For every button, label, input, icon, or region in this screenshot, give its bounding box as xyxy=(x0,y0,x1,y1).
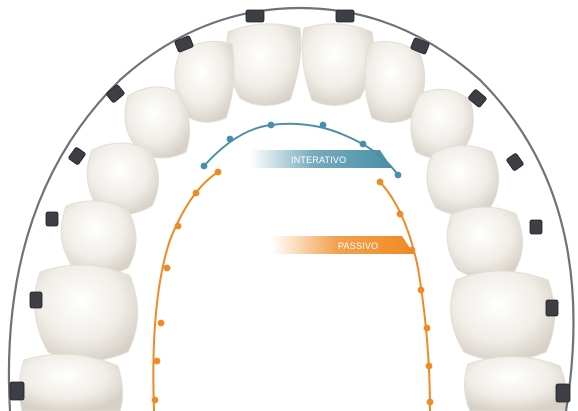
bracket-icon xyxy=(246,10,264,22)
clip-dot-icon xyxy=(397,211,404,218)
passive-arc-line xyxy=(153,172,218,411)
clip-dot-icon xyxy=(152,397,159,404)
bracket-icon xyxy=(30,292,42,308)
clip-dot-icon xyxy=(158,320,165,327)
passive-label: PASSIVO xyxy=(338,241,378,251)
bracket-icon xyxy=(556,384,570,402)
clip-dot-icon xyxy=(201,163,208,170)
bracket-icon xyxy=(10,382,24,400)
tooth xyxy=(302,24,373,106)
tooth xyxy=(61,201,136,275)
interactive-label: INTERATIVO xyxy=(291,155,346,165)
bracket-icon xyxy=(506,153,524,171)
passive-arc-line xyxy=(380,182,430,411)
interactive-arc: INTERATIVO xyxy=(201,122,402,179)
clip-dot-icon xyxy=(377,179,384,186)
clip-dot-icon xyxy=(164,265,171,272)
tooth xyxy=(427,145,499,215)
clip-dot-icon xyxy=(320,122,327,129)
clip-dot-icon xyxy=(154,358,161,365)
bracket-icon xyxy=(46,212,58,226)
tooth xyxy=(464,356,567,411)
clip-dot-icon xyxy=(215,169,222,176)
bracket-icon xyxy=(530,220,542,234)
clip-dot-icon xyxy=(227,136,234,143)
clip-dot-icon xyxy=(175,223,182,230)
passive-arc: PASSIVO xyxy=(152,169,434,411)
clip-dot-icon xyxy=(193,190,200,197)
tooth xyxy=(451,271,555,361)
clip-dot-icon xyxy=(427,399,434,406)
clip-dot-icon xyxy=(360,141,367,148)
clip-dot-icon xyxy=(268,122,275,129)
clip-dot-icon xyxy=(418,287,425,294)
clip-dot-icon xyxy=(426,363,433,370)
tooth xyxy=(19,354,122,411)
passive-clip-dots xyxy=(152,169,434,406)
clip-dot-icon xyxy=(424,325,431,332)
tooth xyxy=(227,24,301,106)
bracket-icon xyxy=(106,84,125,103)
tooth xyxy=(447,207,522,279)
bracket-icon xyxy=(68,147,86,165)
tooth xyxy=(35,265,138,361)
teeth-illustration xyxy=(19,24,567,411)
bracket-icon xyxy=(336,10,354,22)
clip-dot-icon xyxy=(395,172,402,179)
bracket-icon xyxy=(546,300,558,316)
